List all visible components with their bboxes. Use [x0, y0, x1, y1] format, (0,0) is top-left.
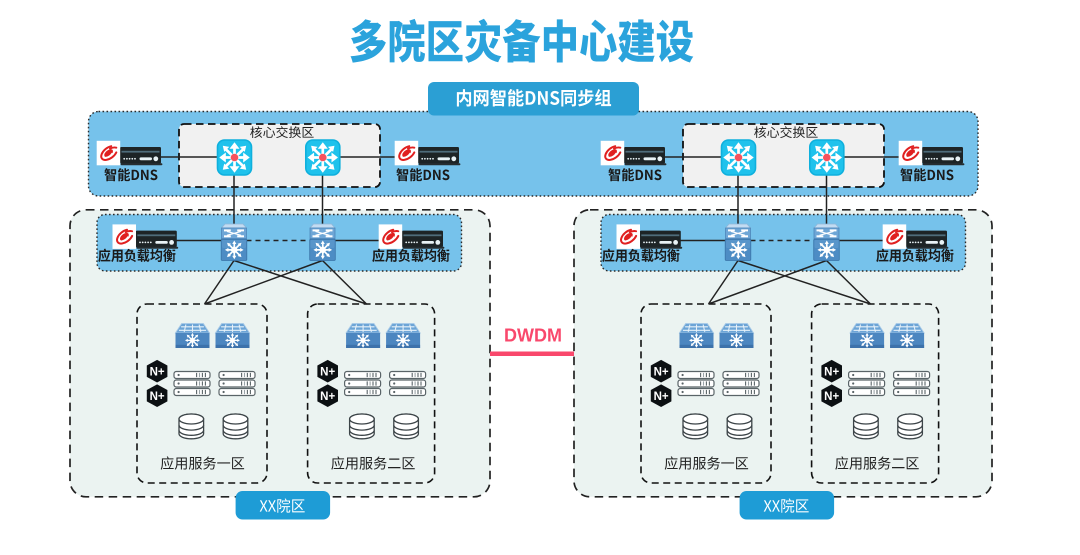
svg-text:DWDM: DWDM — [504, 326, 562, 346]
